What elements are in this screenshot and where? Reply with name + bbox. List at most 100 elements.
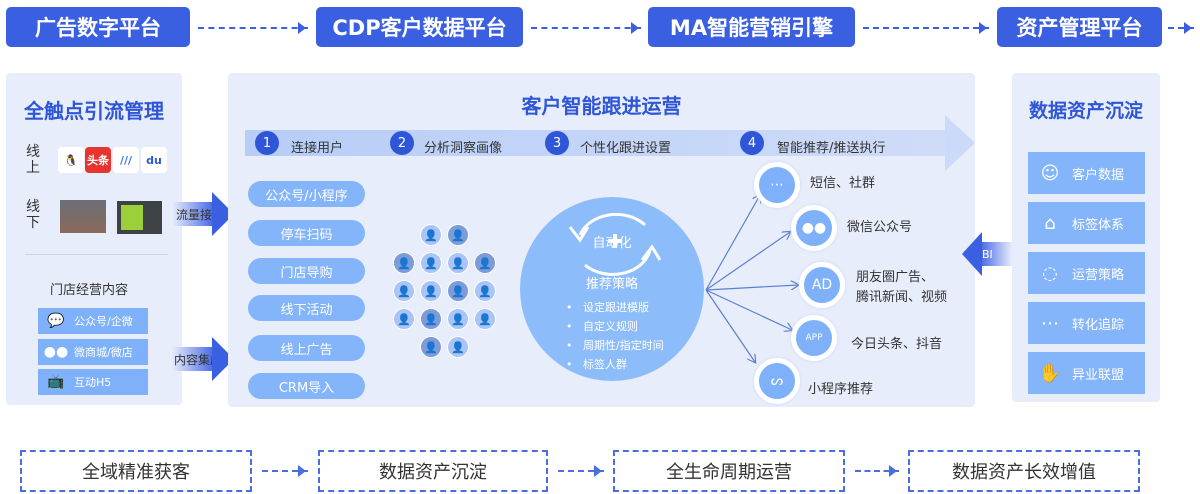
handshake-icon: ✋: [1038, 362, 1062, 384]
platform-ad: 广告数字平台: [6, 7, 190, 47]
step-number: 1: [255, 131, 279, 155]
user-avatar-icon: 👤: [447, 308, 469, 330]
bi-label: BI: [982, 242, 1012, 266]
user-avatar-icon: 👤: [447, 224, 469, 246]
dashed-arrow: [198, 22, 308, 34]
circle-top-label: 自动化: [592, 236, 632, 251]
tag-icon: ⌂: [1044, 212, 1056, 234]
dashed-arrow: [262, 465, 308, 477]
chat-icon: ⋯: [1041, 312, 1059, 334]
miniprogram-icon: ᔕ: [754, 358, 800, 404]
user-avatar-icon: 👤: [420, 252, 442, 274]
left-title: 全触点引流管理: [24, 99, 164, 123]
asset-item: ✋ 异业联盟: [1028, 352, 1145, 394]
platform-cdp: CDP客户数据平台: [316, 7, 523, 47]
process-arrowhead: [945, 115, 975, 171]
step-label: 分析洞察画像: [424, 141, 503, 156]
process-banner: [245, 130, 945, 156]
store-item-label: 微商城/微店: [74, 346, 133, 359]
toutiao-icon: 头条: [85, 147, 111, 173]
content-arrow: 内容集成: [172, 337, 234, 381]
kuaishou-icon: ///: [113, 147, 139, 173]
user-avatar-icon: 👤: [420, 280, 442, 302]
user-avatar-icon: 👤: [447, 252, 469, 274]
store-photo: [60, 200, 106, 233]
dashed-arrow: [531, 22, 641, 34]
sms-icon: ⋯: [754, 162, 800, 208]
source-pill: 线上广告: [248, 335, 365, 361]
source-pill: 停车扫码: [248, 220, 365, 246]
step-label: 智能推荐/推送执行: [777, 141, 886, 156]
bullet-item: • 自定义规则: [566, 320, 638, 333]
online-label: 线上: [26, 144, 40, 176]
locker-photo: [117, 201, 162, 234]
store-item-official: 💬公众号/企微: [38, 308, 148, 334]
store-item-h5: 📺 互动H5: [38, 369, 148, 395]
dashed-arrow: [855, 465, 899, 477]
ad-icon: AD: [799, 262, 845, 308]
stage-box: 全域精准获客: [20, 450, 252, 492]
right-title: 数据资产沉淀: [1028, 100, 1143, 122]
asset-item: ◌ 运营策略: [1028, 252, 1145, 294]
center-title: 客户智能跟进运营: [521, 94, 682, 118]
wechat-icon: ●●: [43, 344, 69, 360]
step-number: 4: [740, 131, 764, 155]
asset-item: ⌂ 标签体系: [1028, 202, 1145, 244]
qq-icon: 🐧: [58, 147, 84, 173]
cycle-arrows-icon: [568, 213, 662, 276]
wechat-icon: ●●: [791, 205, 837, 251]
asset-label: 标签体系: [1072, 217, 1125, 233]
asset-item: ⋯ 转化追踪: [1028, 302, 1145, 344]
user-avatar-icon: 👤: [420, 308, 442, 330]
step-label: 连接用户: [291, 141, 344, 156]
app-icon: APP: [791, 315, 837, 361]
source-pill: 门店导购: [248, 258, 365, 284]
asset-label: 运营策略: [1072, 267, 1125, 283]
step-number: 2: [390, 131, 414, 155]
user-avatar-icon: 👤: [393, 308, 415, 330]
asset-label: 客户数据: [1072, 167, 1125, 183]
source-pill: 线下活动: [248, 295, 365, 321]
user-avatar-icon: 👤: [474, 252, 496, 274]
user-avatar-icon: 👤: [420, 336, 442, 358]
stage-box: 数据资产沉淀: [318, 450, 548, 492]
circle-bottom-label: 推荐策略: [585, 277, 638, 292]
dashed-arrow: [863, 22, 989, 34]
asset-label: 异业联盟: [1072, 367, 1125, 383]
store-content-title: 门店经营内容: [50, 283, 129, 298]
offline-label: 线下: [26, 199, 40, 231]
divider: [25, 254, 168, 255]
stage-box: 数据资产长效增值: [908, 450, 1140, 492]
cycle-icon: ◌: [1042, 262, 1058, 284]
traffic-arrow: 流量接入: [172, 192, 234, 236]
stage-box: 全生命周期运营: [613, 450, 845, 492]
traffic-arrow-label: 流量接入: [172, 202, 224, 226]
channel-label: 今日头条、抖音: [851, 337, 943, 352]
bullet-item: • 设定跟进模版: [566, 301, 649, 314]
content-arrow-label: 内容集成: [172, 347, 222, 371]
bullet-item: • 周期性/指定时间: [566, 339, 664, 352]
user-avatar-icon: 👤: [474, 308, 496, 330]
strategy-circle: [520, 197, 704, 381]
channel-label: 小程序推荐: [808, 382, 874, 397]
dashed-arrow: [1168, 22, 1194, 34]
platform-ma: MA智能营销引擎: [648, 7, 855, 47]
chat-icon: 💬: [47, 313, 65, 329]
step-number: 3: [545, 131, 569, 155]
channel-label: 微信公众号: [847, 220, 913, 235]
store-item-mall: ●● 微商城/微店: [38, 339, 148, 365]
user-avatar-icon: 👤: [393, 252, 415, 274]
baidu-icon: du: [141, 147, 167, 173]
user-avatar-icon: 👤: [474, 280, 496, 302]
user-avatar-icon: 👤: [420, 224, 442, 246]
source-pill: 公众号/小程序: [248, 181, 365, 207]
channel-label: 短信、社群: [810, 176, 876, 191]
user-avatar-icon: 👤: [393, 280, 415, 302]
asset-label: 转化追踪: [1072, 317, 1125, 333]
store-item-label: 互动H5: [74, 376, 112, 389]
user-icon: ☺: [1040, 162, 1060, 184]
fanout-arrows: [705, 170, 830, 390]
platform-asset: 资产管理平台: [997, 7, 1162, 47]
tv-icon: 📺: [47, 374, 65, 390]
strategy-bullets: • 设定跟进模版 • 自定义规则 • 周期性/指定时间 • 标签人群: [566, 298, 664, 374]
